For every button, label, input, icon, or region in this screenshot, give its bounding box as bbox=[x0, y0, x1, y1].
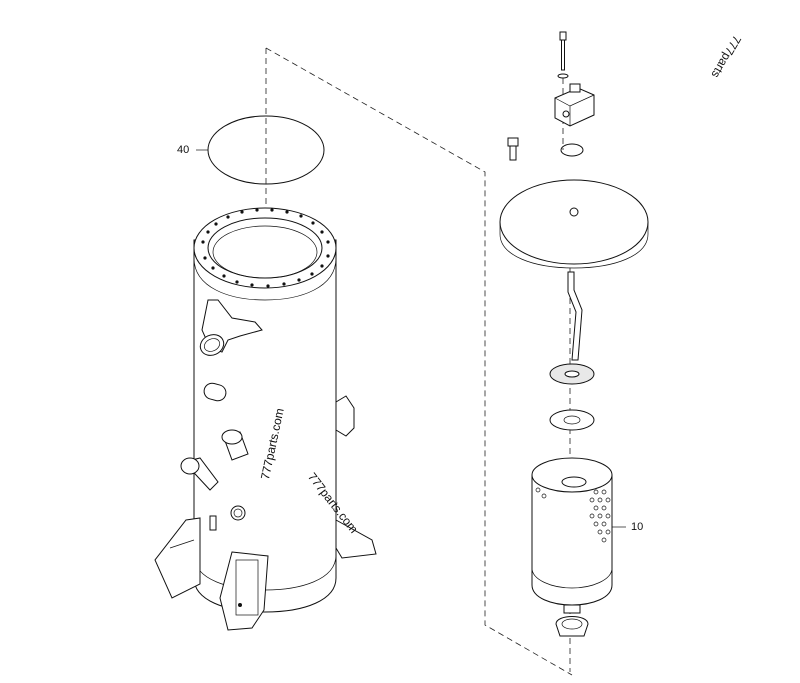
cover-plate bbox=[499, 179, 649, 269]
cover-bolt bbox=[507, 137, 519, 161]
filter-perforations bbox=[535, 487, 611, 543]
side-opening bbox=[203, 382, 227, 402]
gasket bbox=[549, 363, 595, 385]
callout-label-40: 40 bbox=[177, 144, 190, 156]
callout-label-10: 10 bbox=[631, 521, 644, 533]
dip-tube bbox=[567, 271, 583, 361]
drain-valve bbox=[555, 604, 589, 637]
mounting-legs bbox=[154, 517, 377, 631]
small-o-ring bbox=[560, 143, 584, 157]
filter-element-part-10 bbox=[531, 457, 626, 606]
washer-plate bbox=[549, 409, 595, 431]
sensor-block bbox=[554, 83, 595, 127]
o-ring-part-40 bbox=[196, 115, 325, 185]
inlet-pipe bbox=[199, 299, 263, 356]
side-fittings bbox=[180, 429, 249, 531]
right-side-flange bbox=[335, 395, 355, 437]
tank-housing bbox=[154, 207, 377, 631]
flange-bolt-holes bbox=[201, 208, 330, 288]
exploded-component-stack bbox=[499, 31, 649, 637]
long-bolt bbox=[557, 31, 569, 79]
